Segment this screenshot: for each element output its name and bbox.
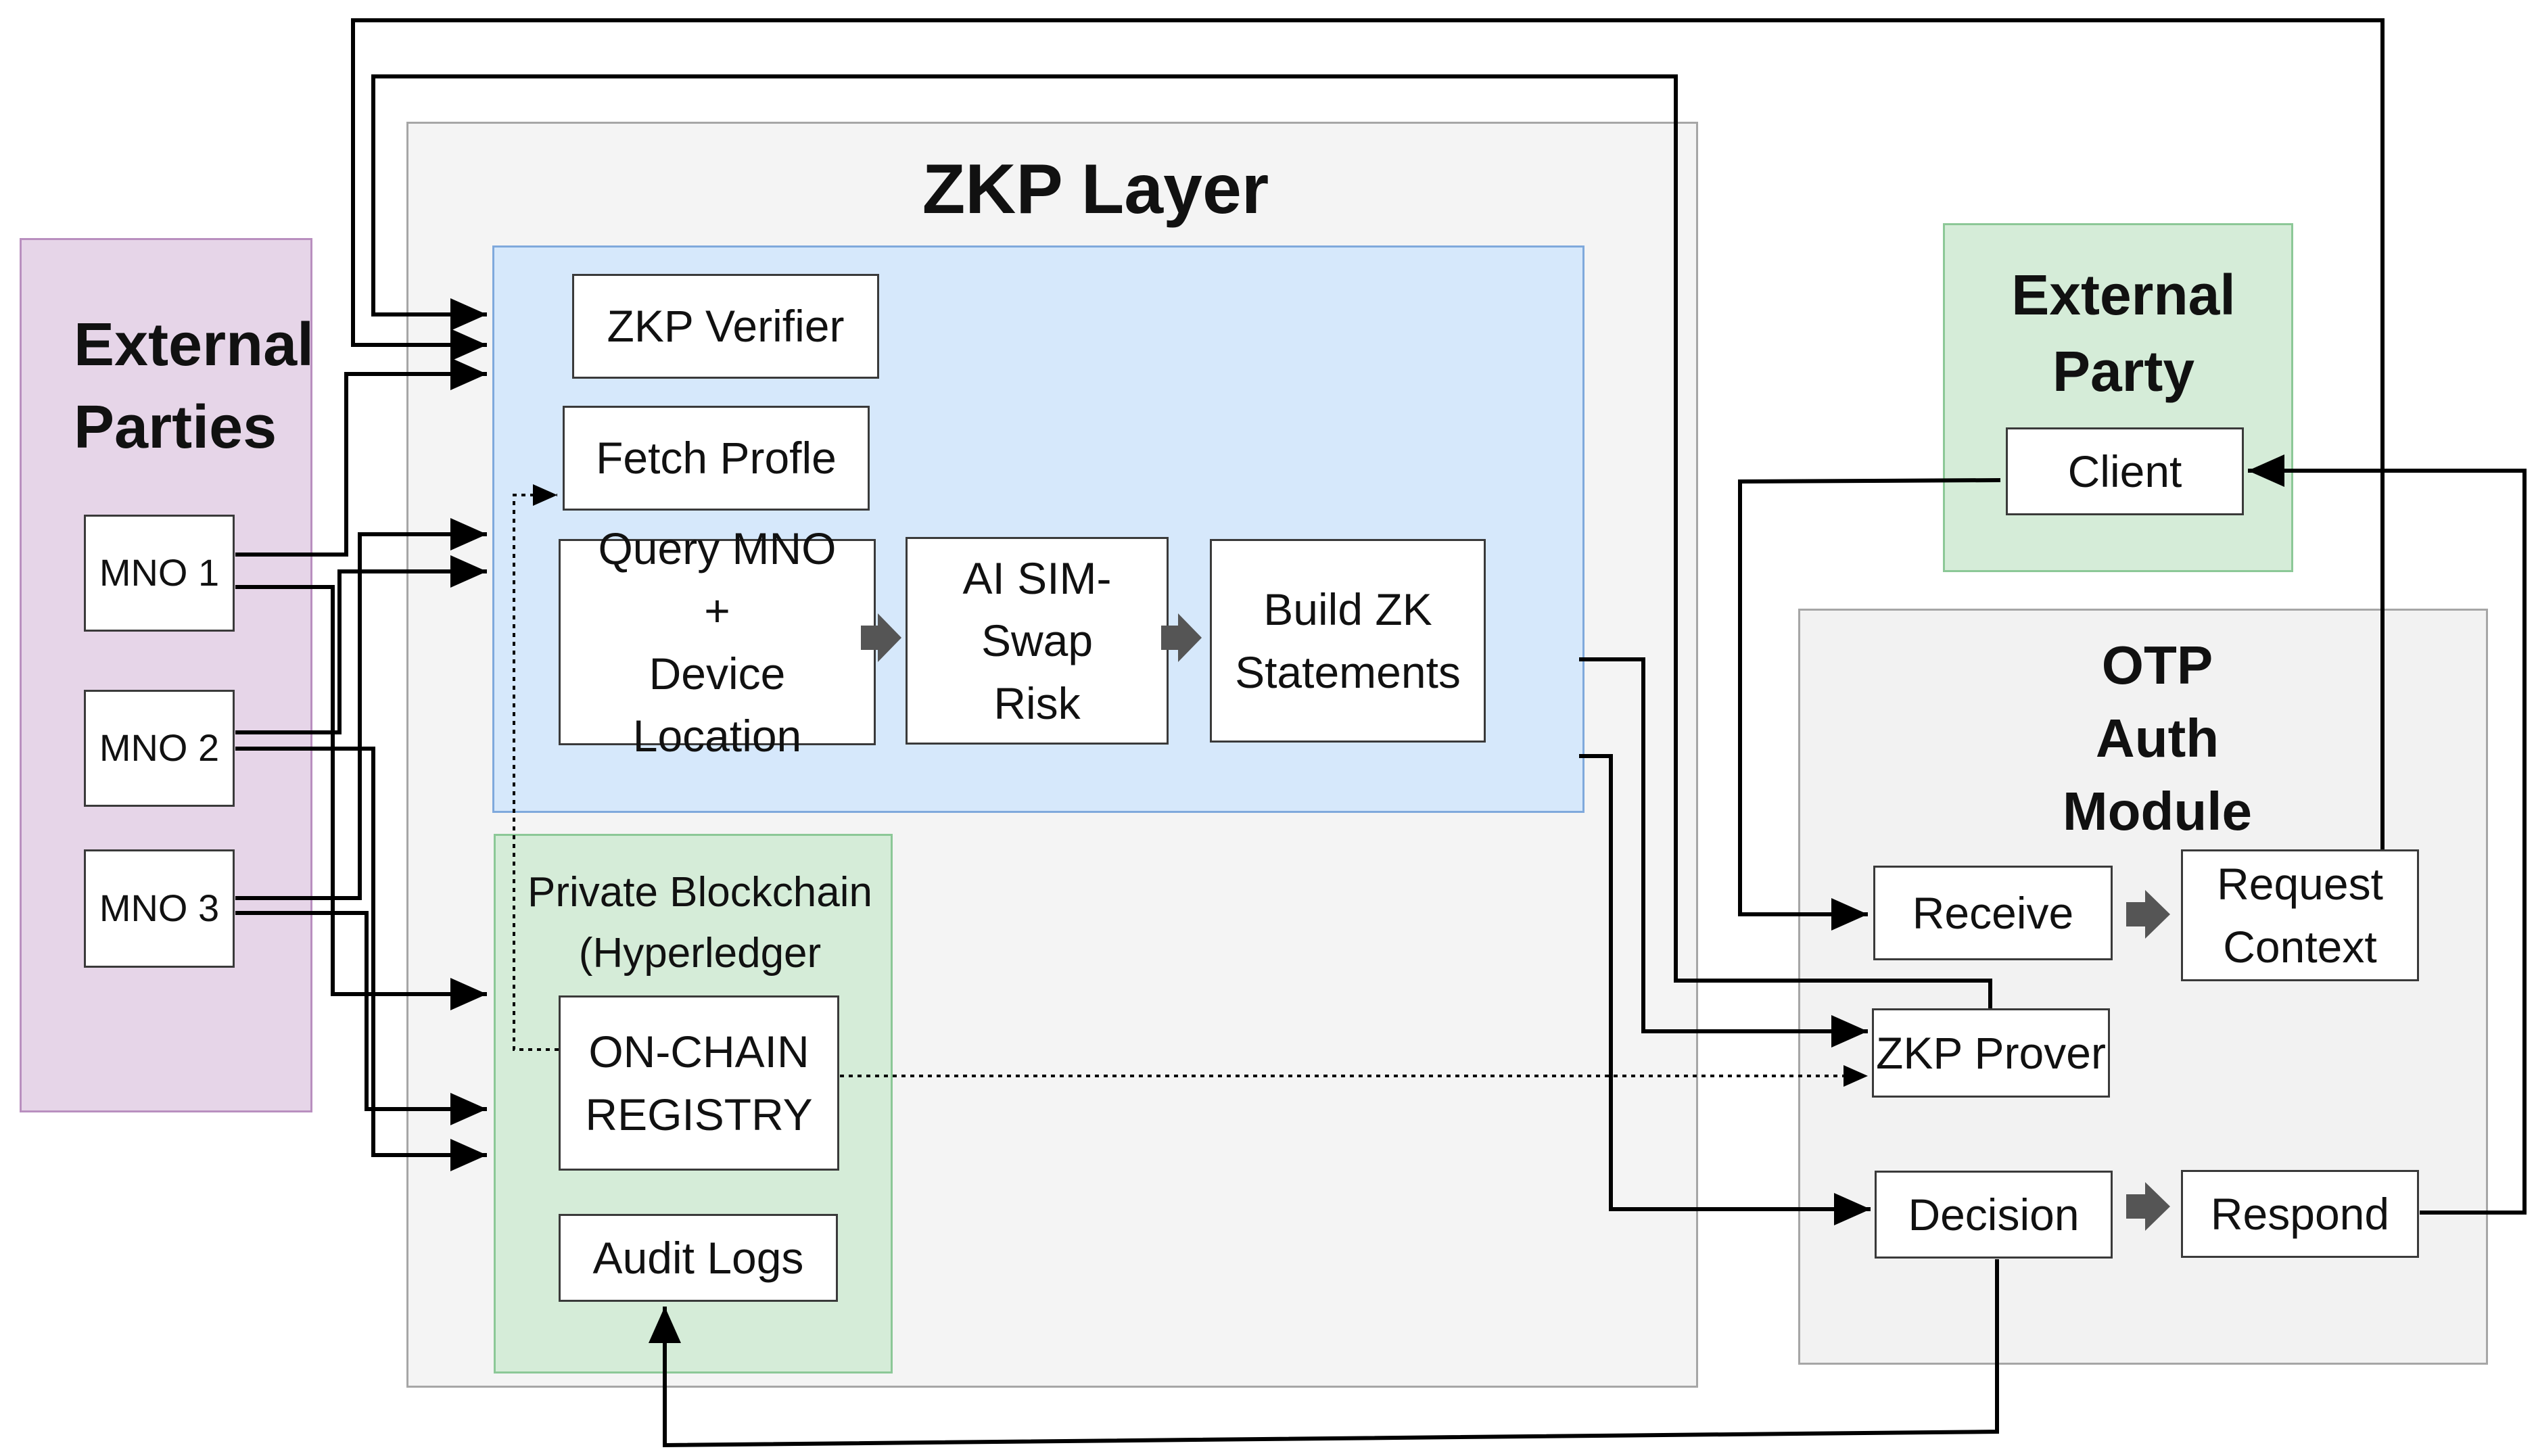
receive-node: Receive [1873,866,2113,960]
respond-to-client-connector [2248,454,2527,1215]
zkp-verifier-node: ZKP Verifier [572,274,879,379]
query-to-ai-process-arrow [861,613,901,662]
mno-1-node: MNO 1 [84,515,235,632]
mno3-to-zkp-connector [235,518,487,900]
ai-to-build-process-arrow [1161,613,1202,662]
mno1-to-zkp-connector-a [235,358,487,557]
decision-node: Decision [1875,1171,2113,1259]
build-zk-statements-node: Build ZK Statements [1210,539,1486,743]
mno-3-node: MNO 3 [84,849,235,968]
respond-node: Respond [2181,1170,2419,1258]
fetch-profile-node: Fetch Profle [563,406,870,511]
query-mno-device-location-node: Query MNO + Device Location [559,523,876,761]
registry-to-fetch-profile-dotted-connector [513,484,559,1051]
on-chain-registry-node: ON-CHAIN REGISTRY [559,995,839,1171]
request-context-node: Request Context [2181,849,2419,981]
audit-logs-node: Audit Logs [559,1214,838,1302]
mno-2-node: MNO 2 [84,690,235,807]
zkp-to-zkp-prover-connector [1579,657,1868,1048]
zkp-prover-node: ZKP Prover [1872,1008,2110,1098]
decision-to-respond-process-arrow [2126,1182,2170,1231]
otp-auth-module-title: OTP Auth Module [2063,635,2252,841]
mno3-to-blockchain-connector [235,911,487,1125]
zkp-layer-title: ZKP Layer [922,150,1269,229]
zkp-to-decision-connector [1579,754,1871,1225]
client-to-receive-connector [1738,478,2001,931]
decision-to-audit-logs-connector [649,1259,1999,1448]
zkp-prover-to-zkp-connector [371,74,1992,1008]
request-context-to-zkp-connector [351,18,2385,849]
mno2-to-blockchain-connector [235,747,487,1171]
external-party-title: External Party [2011,263,2236,404]
ai-sim-swap-risk-node: AI SIM-Swap Risk [906,537,1169,745]
receive-to-request-process-arrow [2126,890,2170,939]
mno1-to-blockchain-connector [235,585,487,1010]
mno2-to-zkp-connector [235,555,487,734]
client-node: Client [2006,427,2244,515]
